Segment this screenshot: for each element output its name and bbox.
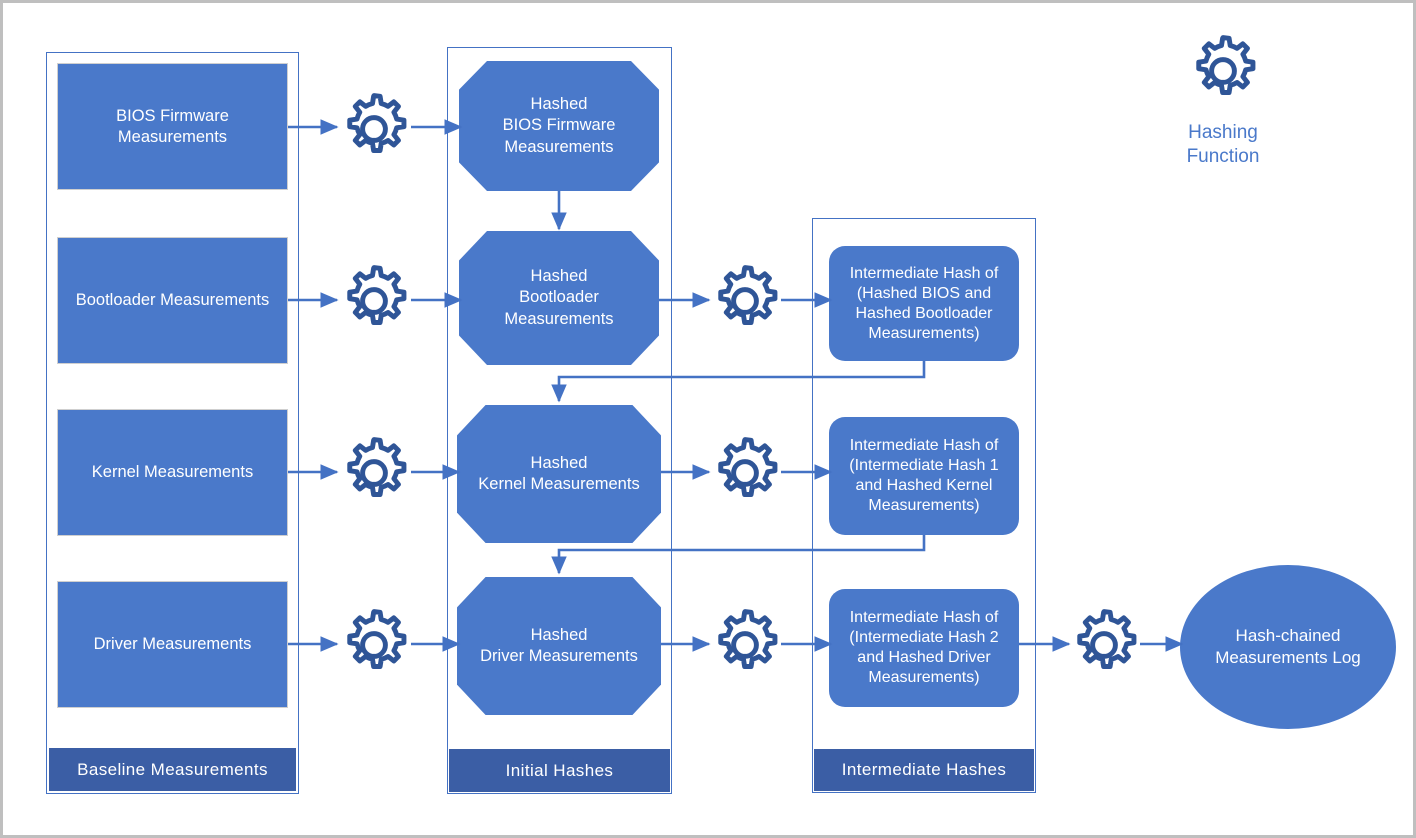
ih3-line2: (Intermediate Hash 2: [849, 629, 999, 646]
hashed-bios-line1: Hashed: [530, 94, 588, 113]
initial-hash-bios[interactable]: Hashed BIOS Firmware Measurements: [459, 61, 659, 191]
ih1-line4: Measurements): [868, 324, 980, 342]
gear-icon-final: [1066, 607, 1142, 683]
hashed-bootloader-line2: Bootloader: [519, 288, 599, 307]
hashed-kernel-line1: Hashed: [530, 453, 588, 472]
legend-hashing-function: Hashing Function: [1158, 33, 1288, 173]
initial-hash-kernel[interactable]: Hashed Kernel Measurements: [457, 405, 661, 543]
ih2-line2: (Intermediate Hash 1: [849, 457, 999, 474]
hash-chained-log-ellipse[interactable]: Hash-chained Measurements Log: [1180, 565, 1396, 729]
ih1-line3: Hashed Bootloader: [855, 304, 993, 322]
hashed-driver-line2: Driver Measurements: [480, 647, 638, 665]
gear-icon: [1185, 33, 1261, 109]
hashed-bootloader-line3: Measurements: [504, 309, 614, 328]
baseline-box-bootloader[interactable]: Bootloader Measurements: [57, 237, 288, 364]
intermediate-hash-2[interactable]: Intermediate Hash of (Intermediate Hash …: [829, 417, 1019, 535]
gear-icon-kernel-row: [336, 435, 412, 511]
baseline-bios-line1: BIOS Firmware: [116, 106, 229, 125]
column-footer-baseline: Baseline Measurements: [49, 748, 296, 791]
gear-icon-ih1: [707, 263, 783, 339]
baseline-kernel-line1: Kernel Measurements: [91, 463, 254, 482]
ih3-line3: and Hashed Driver: [857, 649, 991, 666]
ih3-line4: Measurements): [868, 669, 980, 686]
legend-label-line1: Hashing: [1188, 122, 1258, 143]
hashed-bios-line2: BIOS Firmware: [502, 116, 616, 135]
baseline-box-bios[interactable]: BIOS Firmware Measurements: [57, 63, 288, 190]
ih1-line2: (Hashed BIOS and: [856, 284, 992, 302]
output-line1: Hash-chained: [1235, 625, 1341, 645]
baseline-box-driver[interactable]: Driver Measurements: [57, 581, 288, 708]
ih1-line1: Intermediate Hash of: [849, 264, 999, 282]
hashed-bootloader-line1: Hashed: [530, 266, 588, 285]
legend-label: Hashing Function: [1158, 121, 1288, 169]
legend-label-line2: Function: [1186, 145, 1260, 167]
baseline-box-kernel[interactable]: Kernel Measurements: [57, 409, 288, 536]
output-line2: Measurements Log: [1215, 648, 1361, 667]
column-footer-intermediate: Intermediate Hashes: [814, 749, 1034, 791]
ih2-line1: Intermediate Hash of: [849, 437, 999, 454]
gear-icon-driver-row: [336, 607, 412, 683]
intermediate-hash-3[interactable]: Intermediate Hash of (Intermediate Hash …: [829, 589, 1019, 707]
gear-icon-ih3: [707, 607, 783, 683]
hashed-kernel-line2: Kernel Measurements: [478, 475, 640, 493]
baseline-bios-line2: Measurements: [117, 127, 228, 146]
gear-icon-ih2: [707, 435, 783, 511]
intermediate-hash-1[interactable]: Intermediate Hash of (Hashed BIOS and Ha…: [829, 246, 1019, 361]
initial-hash-bootloader[interactable]: Hashed Bootloader Measurements: [459, 231, 659, 365]
hashed-driver-line1: Hashed: [530, 625, 588, 644]
ih2-line3: and Hashed Kernel: [855, 477, 993, 494]
ih2-line4: Measurements): [868, 497, 980, 514]
baseline-driver-line1: Driver Measurements: [93, 635, 252, 654]
initial-hash-driver[interactable]: Hashed Driver Measurements: [457, 577, 661, 715]
column-footer-initial: Initial Hashes: [449, 749, 670, 792]
gear-icon-bootloader-row: [336, 263, 412, 339]
ih3-line1: Intermediate Hash of: [849, 609, 999, 626]
hashed-bios-line3: Measurements: [504, 137, 614, 156]
gear-icon-bios-row: [336, 91, 412, 167]
baseline-bootloader-line1: Bootloader Measurements: [75, 291, 270, 310]
